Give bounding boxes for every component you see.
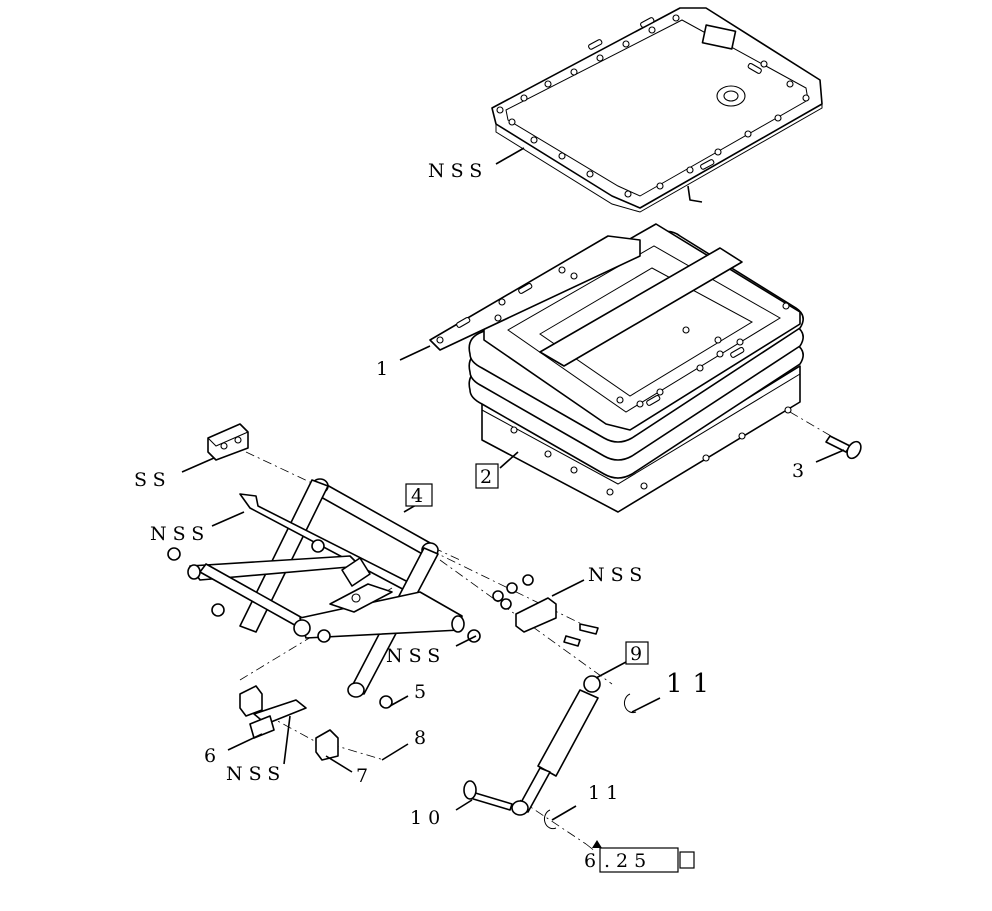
leader-part-5 [389,695,409,707]
part-4-box [405,483,433,507]
label-part-1: 1 [376,358,394,380]
part-9-box [625,641,649,665]
seat-bellows [429,223,804,513]
label-part-5: 5 [414,681,432,703]
ref-prefix: 6 [584,850,602,872]
leader-nss-left [211,511,245,527]
right-bracket-assembly [492,574,599,647]
leader-part-1 [399,345,431,361]
leader-part-11-small [551,805,577,821]
leader-part-8 [381,743,409,761]
seat-plate [491,7,823,213]
leader-part-9 [595,661,627,679]
ref-box [599,847,679,873]
leader-nss-mid [455,635,477,647]
leader-part-11-big [631,697,661,713]
label-part-2: 2 [480,466,498,488]
ss-bracket [207,423,249,461]
label-part-4: 4 [411,485,429,507]
label-part-9: 9 [630,643,648,665]
label-nss-bottom: NSS [226,763,286,785]
leader-part-10 [455,799,473,811]
label-nss-mid: NSS [386,645,446,667]
leader-part-7 [325,755,353,773]
leader-nss-right [551,579,585,597]
label-nss-left: NSS [150,523,210,545]
ref-small-box [679,851,695,869]
leader-part-2 [499,451,519,469]
label-ss: SS [134,469,172,491]
label-part-11-big: 11 [666,669,719,699]
label-part-8: 8 [414,727,432,749]
label-nss-top: NSS [428,160,488,182]
cross-reference: 6 .25 [584,840,695,873]
scissor-linkage [167,478,481,709]
leader-ss [181,457,215,473]
label-part-7: 7 [356,765,374,787]
leader-nss-bottom [283,715,291,765]
label-part-6: 6 [204,745,222,767]
label-nss-right: NSS [588,564,648,586]
leader-nss-top [495,147,525,165]
label-part-11-small: 11 [588,782,624,804]
ref-value: .25 [604,850,652,872]
leader-part-6 [227,733,263,751]
latch-parts [239,685,339,761]
part-2-box [475,463,499,489]
gas-spring [463,675,637,830]
leader-part-3 [815,449,845,463]
bolt-3 [789,411,862,460]
label-part-3: 3 [792,460,810,482]
label-part-10: 10 [410,807,446,829]
